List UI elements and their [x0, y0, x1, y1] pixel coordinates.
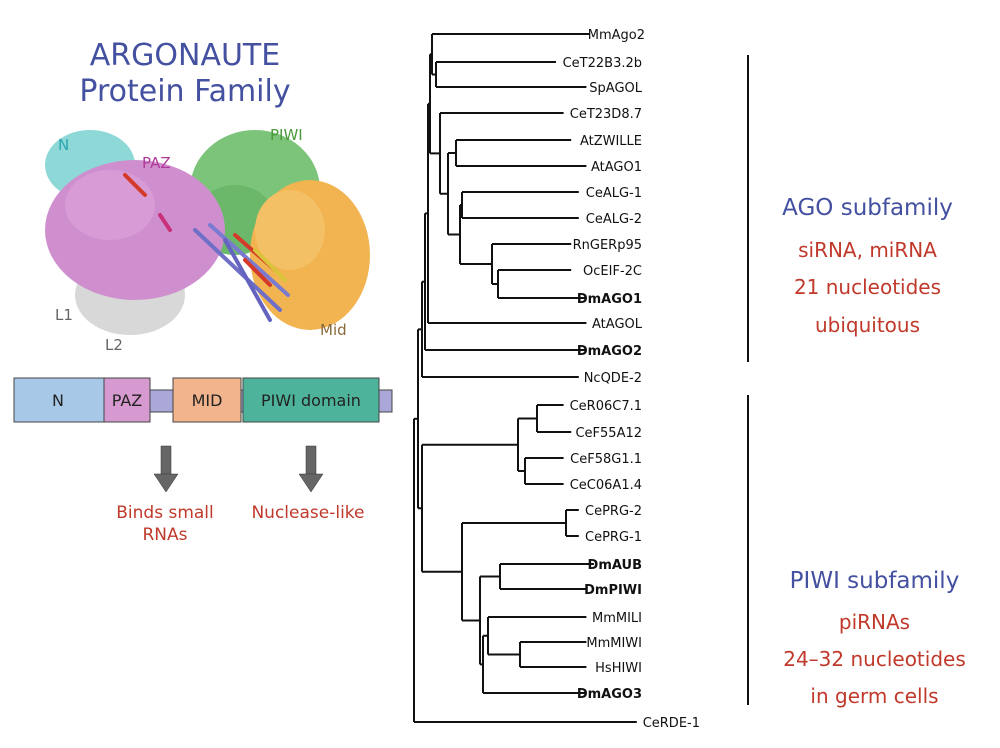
binds-small-rnas-label: Binds small RNAs [116, 503, 214, 545]
structure-label-piwi: PIWI [270, 126, 303, 144]
tree-leaf-label: DmAUB [588, 558, 642, 573]
tree-leaf-label: CePRG-1 [585, 530, 642, 545]
tree-leaf-label: RnGERp95 [573, 238, 642, 253]
mid-domain-box [172, 377, 242, 423]
tree-leaf-label: CeALG-2 [586, 212, 642, 227]
structure-label-l1: L1 [55, 306, 73, 324]
argonaute-structure-illustration: N PAZ PIWI L1 L2 Mid [45, 126, 370, 354]
tree-leaf-label: CeF55A12 [575, 426, 642, 441]
tree-leaf-label: AtAGOL [592, 317, 643, 332]
structure-label-paz: PAZ [142, 154, 171, 172]
domain-label-n: N [52, 391, 64, 410]
nuclease-like-label: Nuclease-like [251, 503, 365, 523]
title-line-1: ARGONAUTE [89, 38, 281, 73]
tree-leaf-label: CePRG-2 [585, 504, 642, 519]
arrow-down-icon [298, 445, 324, 493]
domain-label-piwi: PIWI domain [261, 391, 361, 410]
tree-leaf-label: NcQDE-2 [584, 371, 642, 386]
tree-leaf-label: CeT23D8.7 [570, 107, 642, 122]
tree-leaf-label: CeR06C7.1 [570, 399, 642, 414]
tree-leaf-label: HsHIWI [595, 661, 642, 676]
tree-leaf-label: DmAGO2 [577, 344, 642, 359]
figure-title: ARGONAUTE Protein Family [20, 38, 350, 110]
tree-leaf-label: AtZWILLE [580, 134, 642, 149]
tree-leaf-label: MmAgo2 [588, 28, 645, 43]
tree-leaf-label: CeC06A1.4 [570, 478, 642, 493]
ago-note-1: siRNA, miRNA [798, 238, 937, 262]
rna-strands [123, 173, 290, 322]
structure-label-l2: L2 [105, 336, 123, 354]
structure-label-n: N [58, 136, 69, 154]
tree-leaf-label: OcEIF-2C [583, 264, 642, 279]
ago-subfamily-label: AGO subfamily [782, 195, 953, 221]
domain-label-mid: MID [192, 391, 223, 410]
tree-leaf-label: DmAGO3 [577, 687, 642, 702]
tree-leaf-label: SpAGOL [589, 81, 642, 96]
tree-leaf-label: MmMILI [592, 611, 642, 626]
piwi-domain-box [242, 377, 380, 423]
ago-note-3: ubiquitous [814, 313, 921, 337]
title-line-2: Protein Family [79, 74, 291, 109]
structure-label-mid: Mid [320, 321, 347, 339]
domain-architecture-bar: N PAZ MID PIWI domain [13, 377, 393, 493]
piwi-note-1: piRNAs [838, 610, 911, 634]
tree-leaf-label: MmMIWI [586, 636, 642, 651]
tree-leaf-label: CeRDE-1 [643, 716, 700, 731]
tree-leaf-label: DmAGO1 [577, 292, 642, 307]
arrow-down-icon [153, 445, 179, 493]
tree-leaf-label: DmPIWI [584, 583, 642, 598]
tree-leaf-label: AtAGO1 [591, 160, 642, 175]
tree-leaf-label: CeALG-1 [586, 186, 642, 201]
tree-leaf-label: CeF58G1.1 [570, 452, 642, 467]
piwi-note-3: in germ cells [810, 684, 939, 708]
tree-leaf-label: CeT22B3.2b [563, 56, 642, 71]
paz-domain-box [103, 377, 151, 423]
piwi-note-2: 24–32 nucleotides [783, 647, 966, 671]
piwi-subfamily-label: PIWI subfamily [789, 568, 960, 594]
n-domain-box [13, 377, 107, 423]
domain-label-paz: PAZ [112, 391, 143, 410]
ago-note-2: 21 nucleotides [793, 275, 942, 299]
